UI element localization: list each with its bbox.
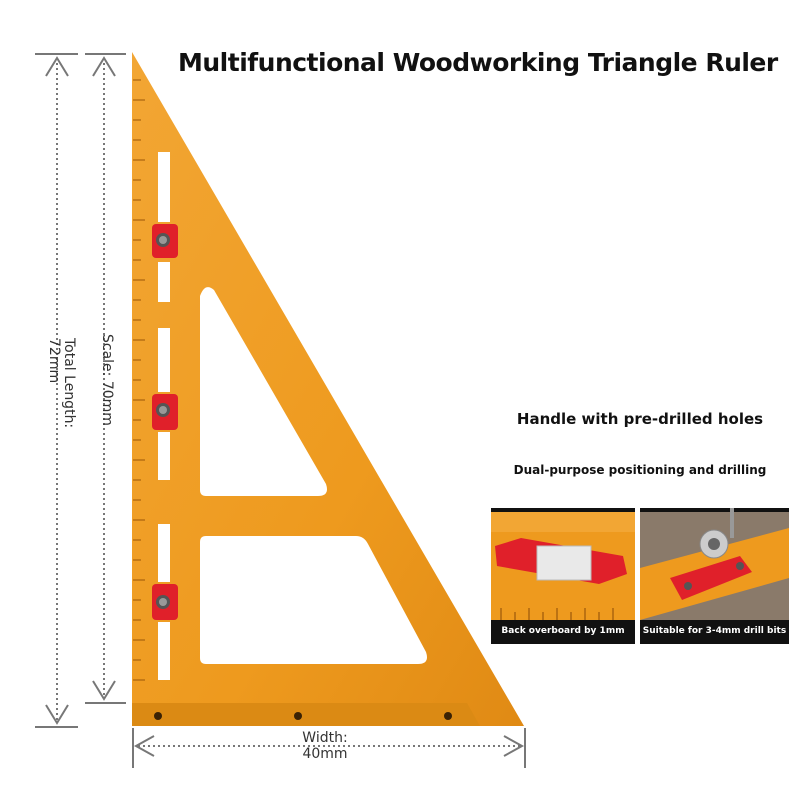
- total-length-value: 72mm: [46, 338, 62, 384]
- width-dimension: [132, 728, 526, 768]
- positioning-block: [152, 584, 178, 620]
- positioning-block: [152, 224, 178, 258]
- feature-subheading: Dual-purpose positioning and drilling: [513, 463, 767, 477]
- positioning-block: [152, 394, 178, 430]
- scale-dimension: [85, 53, 126, 704]
- page-title: Multifunctional Woodworking Triangle Rul…: [178, 48, 778, 77]
- total-length-dimension: [35, 53, 78, 728]
- width-text: Width:: [302, 730, 348, 746]
- detail-photo-backboard: Back overboard by 1mm: [491, 508, 635, 644]
- bottom-hole: [154, 712, 162, 720]
- right-photo-caption: Suitable for 3-4mm drill bits: [642, 626, 787, 636]
- bottom-hole: [294, 712, 302, 720]
- scale-label: Scale: 70mm: [99, 334, 115, 426]
- detail-photo-drill: Suitable for 3-4mm drill bits: [640, 508, 789, 644]
- width-label: Width: 40mm: [270, 730, 380, 762]
- triangle-ruler: [132, 52, 524, 726]
- total-length-label: Total Length: 72mm: [46, 338, 77, 429]
- feature-heading: Handle with pre-drilled holes: [516, 410, 764, 428]
- width-value: 40mm: [302, 746, 348, 762]
- bottom-hole: [444, 712, 452, 720]
- total-length-text: Total Length:: [61, 338, 77, 429]
- left-photo-caption: Back overboard by 1mm: [501, 626, 625, 636]
- ruler-scale-ticks: [133, 79, 145, 681]
